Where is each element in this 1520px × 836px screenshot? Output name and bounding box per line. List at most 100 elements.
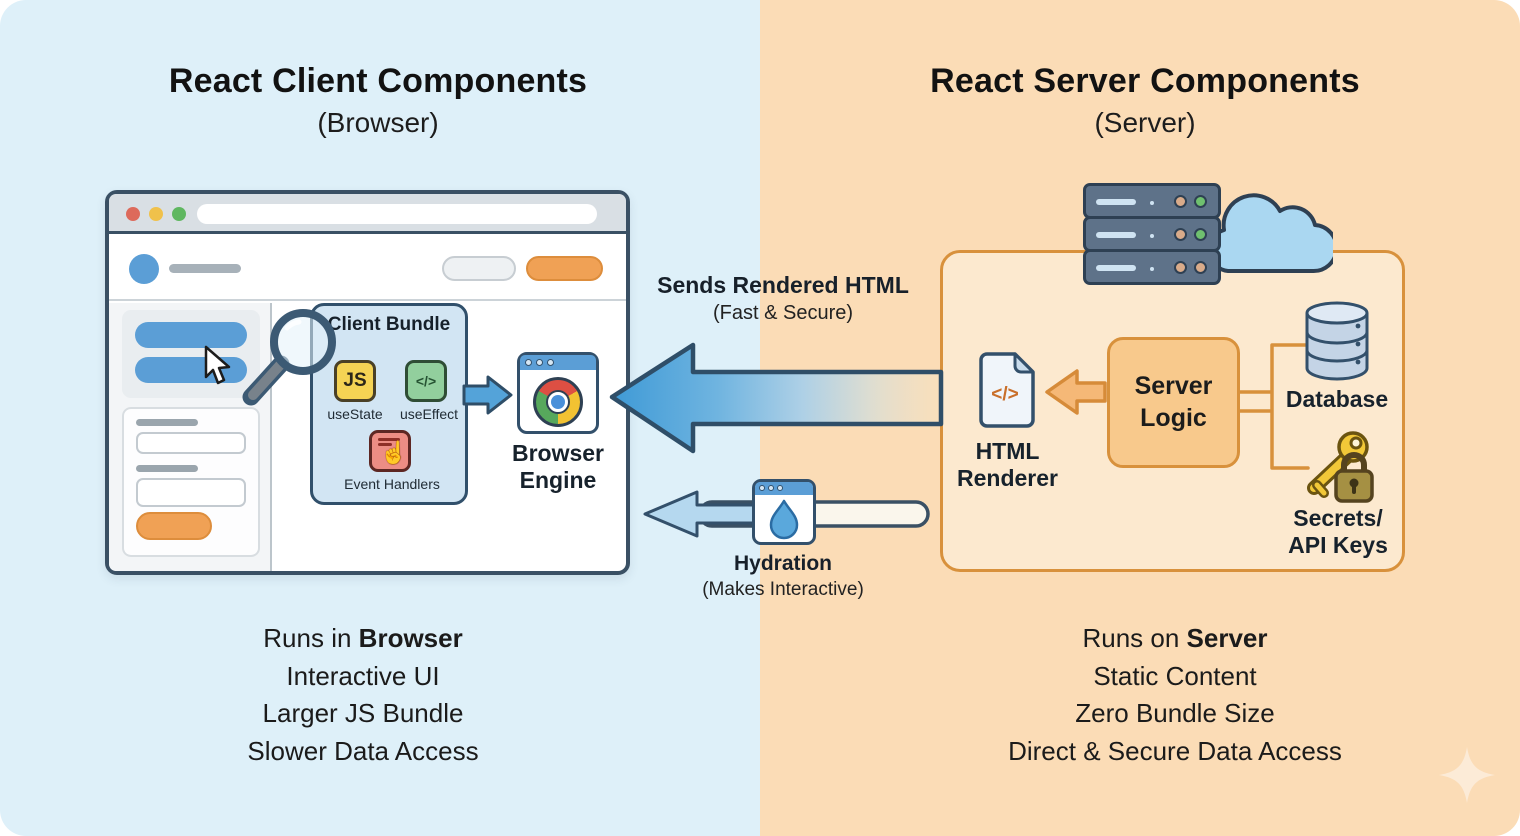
fact-line: Static Content: [1093, 660, 1257, 691]
toolbar-text-placeholder: [169, 264, 241, 273]
code-line-decoration: [378, 438, 400, 441]
avatar: [129, 254, 159, 284]
use-effect-label: useEffect: [399, 406, 459, 422]
hydration-droplet-icon: [752, 479, 816, 545]
rack-dot-decoration: [1150, 201, 1154, 205]
mini-window-titlebar: [520, 355, 596, 370]
html-renderer-icon: </>: [979, 352, 1035, 428]
event-handler-icon: ☝: [369, 430, 411, 472]
sends-html-arrow: [609, 342, 944, 454]
server-rack-unit: [1083, 216, 1221, 252]
svg-text:</>: </>: [991, 384, 1018, 405]
sends-html-title: Sends Rendered HTML: [657, 272, 909, 298]
form-submit-placeholder: [136, 512, 212, 540]
browser-engine-icon: [517, 352, 599, 434]
rack-light-icon: [1194, 261, 1207, 274]
server-rack-unit: [1083, 249, 1221, 285]
pointer-hand-icon: ☝: [380, 440, 408, 465]
server-facts-list: Runs on Server Static Content Zero Bundl…: [925, 620, 1425, 770]
rack-slot-decoration: [1096, 199, 1136, 205]
cursor-icon: [204, 345, 231, 385]
window-dot-icon: [777, 485, 783, 491]
traffic-light-yellow-icon: [149, 207, 163, 221]
database-label: Database: [1285, 386, 1389, 412]
browser-toolbar: [109, 237, 626, 301]
water-drop-icon: [769, 499, 799, 540]
server-subtitle: (Server): [1094, 107, 1196, 138]
client-title-block: React Client Components (Browser): [128, 62, 628, 139]
code-icon: </>: [405, 360, 447, 402]
server-title-block: React Server Components (Server): [895, 62, 1395, 139]
chrome-logo-ring: [546, 390, 570, 414]
window-dot-icon: [525, 359, 532, 366]
browser-engine-label: Browser Engine: [511, 440, 605, 494]
js-icon: JS: [334, 360, 376, 402]
client-title: React Client Components: [168, 62, 588, 100]
code-line-decoration: [378, 443, 392, 446]
window-dot-icon: [547, 359, 554, 366]
secrets-key-icon: [1307, 431, 1374, 503]
fact-text: Runs on: [1082, 623, 1187, 653]
primary-button-placeholder: [526, 256, 603, 281]
fact-line: Runs in Browser: [113, 620, 613, 658]
traffic-light-red-icon: [126, 207, 140, 221]
chrome-logo-center: [551, 395, 565, 409]
window-dot-icon: [759, 485, 765, 491]
sidebar-nav-panel: [122, 310, 260, 398]
js-badge-text: JS: [343, 370, 367, 391]
secrets-label-line2: API Keys: [1288, 532, 1388, 559]
form-label-placeholder: [136, 465, 198, 472]
sparkle-icon: [1439, 747, 1495, 803]
server-logic-label: Server Logic: [1134, 372, 1213, 432]
browser-sidebar: [109, 303, 272, 571]
fact-line: Zero Bundle Size: [1075, 698, 1275, 728]
fact-text-bold: Server: [1186, 623, 1268, 653]
rack-light-icon: [1194, 195, 1207, 208]
form-input-placeholder: [136, 432, 246, 454]
secrets-label-line1: Secrets/: [1293, 505, 1383, 531]
server-logic-box: Server Logic: [1107, 337, 1240, 468]
server-rack-icon: [1083, 183, 1221, 285]
server-rack-unit: [1083, 183, 1221, 219]
server-title: React Server Components: [930, 62, 1360, 100]
traffic-light-green-icon: [172, 207, 186, 221]
client-facts-list: Runs in Browser Interactive UI Larger JS…: [113, 620, 613, 770]
sends-html-subtitle: (Fast & Secure): [712, 302, 854, 324]
rack-light-icon: [1174, 261, 1187, 274]
rack-slot-decoration: [1096, 232, 1136, 238]
magnifier-icon: [242, 309, 336, 406]
chrome-logo-icon: [533, 377, 583, 427]
logic-to-renderer-arrow: [1045, 369, 1107, 415]
hydration-label-block: Hydration (Makes Interactive): [633, 552, 933, 601]
browser-content: [109, 303, 626, 571]
logic-connectors: [1240, 343, 1310, 470]
rack-dot-decoration: [1150, 267, 1154, 271]
nav-item-placeholder: [135, 322, 247, 348]
form-textarea-placeholder: [136, 478, 246, 507]
rack-slot-decoration: [1096, 265, 1136, 271]
fact-text: Runs in: [263, 623, 359, 653]
url-bar: [197, 204, 597, 224]
bundle-to-engine-arrow: [462, 375, 513, 415]
client-subtitle: (Browser): [317, 107, 439, 138]
sidebar-form-panel: [122, 407, 260, 557]
window-dot-icon: [768, 485, 774, 491]
database-icon: [1305, 301, 1369, 381]
rack-dot-decoration: [1150, 234, 1154, 238]
client-bundle-title: Client Bundle: [327, 314, 451, 335]
code-glyph-text: </>: [415, 373, 437, 389]
fact-line: Slower Data Access: [247, 735, 479, 766]
fact-line: Direct & Secure Data Access: [1008, 735, 1342, 766]
secondary-button-placeholder: [442, 256, 516, 281]
fact-line: Interactive UI: [286, 660, 440, 691]
form-label-placeholder: [136, 419, 198, 426]
browser-titlebar: [109, 194, 626, 234]
rack-light-icon: [1174, 228, 1187, 241]
mini-window-titlebar: [755, 482, 813, 495]
use-state-label: useState: [327, 406, 383, 422]
fact-line: Larger JS Bundle: [262, 698, 464, 728]
nav-item-placeholder: [135, 357, 247, 383]
fact-line: Runs on Server: [925, 620, 1425, 658]
hydration-subtitle: (Makes Interactive): [702, 579, 864, 600]
